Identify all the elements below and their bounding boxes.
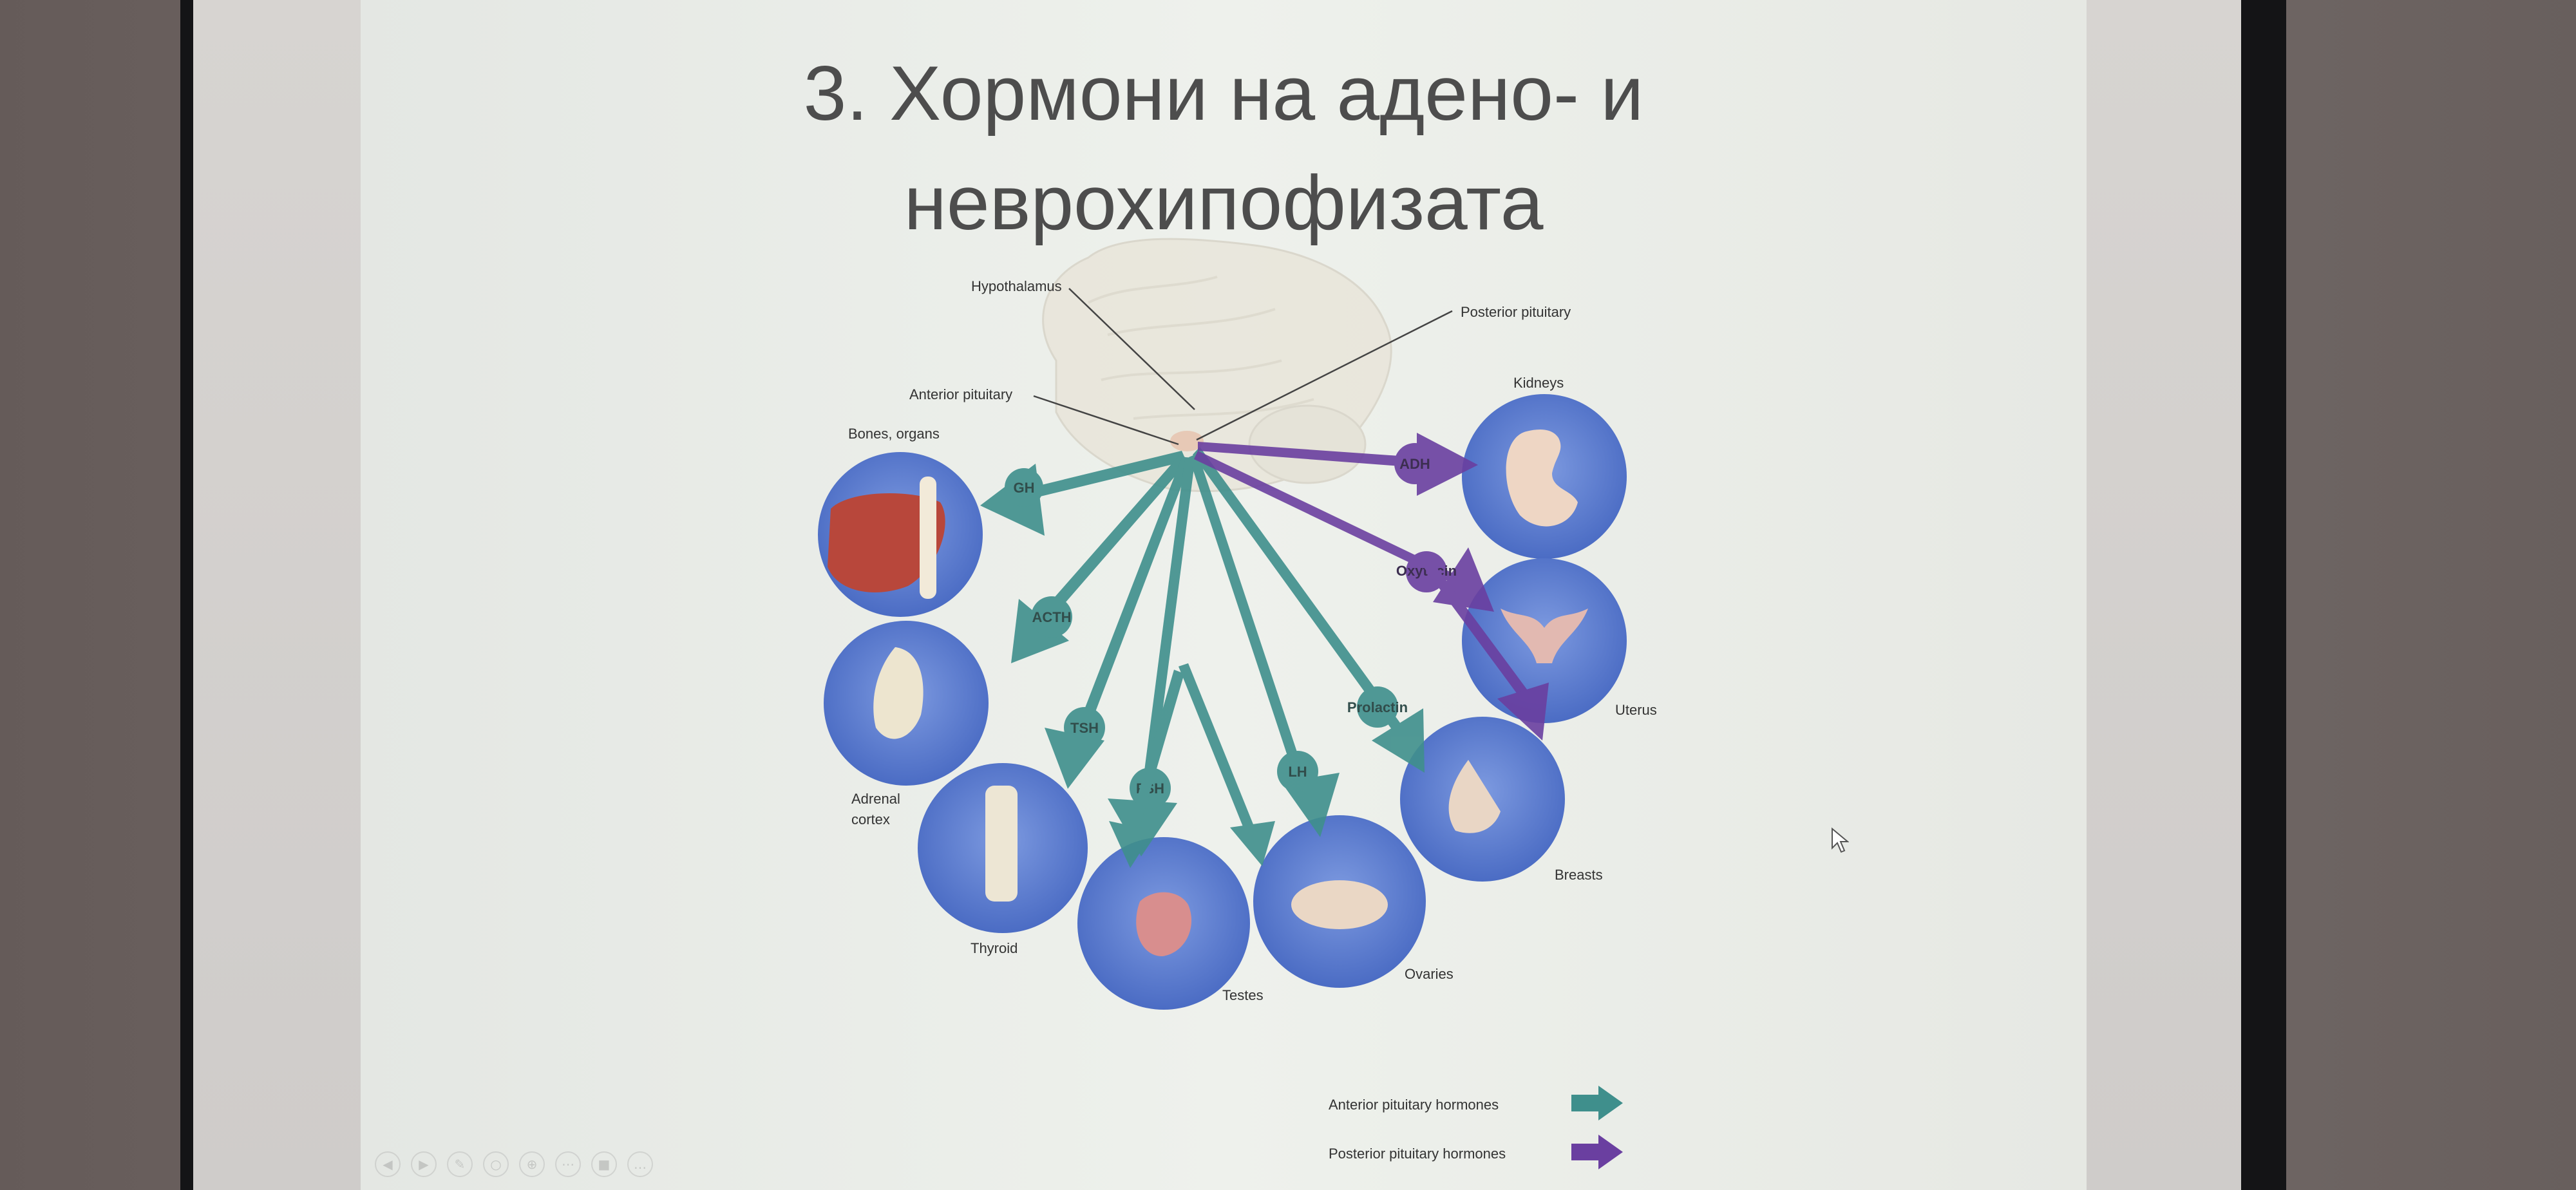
tsh-arrow: TSH <box>1045 456 1191 789</box>
ovaries-label: Ovaries <box>1405 966 1454 982</box>
tsh-label: TSH <box>1070 720 1099 736</box>
breasts-label: Breasts <box>1555 867 1603 883</box>
adrenal-cortex-label-line-1: Adrenal <box>851 791 900 807</box>
thyroid-icon <box>985 786 1018 902</box>
prolactin-arrow: Prolactin <box>1193 447 1425 773</box>
pen-icon[interactable]: ✎ <box>447 1151 473 1177</box>
mouse-cursor-icon <box>1832 827 1849 853</box>
kidney-icon <box>1506 430 1578 527</box>
diagram-labels: Hypothalamus Posterior pituitary Anterio… <box>848 278 1657 1003</box>
prev-icon[interactable]: ◀ <box>375 1151 401 1177</box>
organ-illustrations <box>828 430 1588 956</box>
legend-posterior-arrow <box>1571 1135 1623 1169</box>
legend-anterior-label: Anterior pituitary hormones <box>1329 1097 1499 1113</box>
hypothalamus-label: Hypothalamus <box>971 278 1062 294</box>
slide-title-line-2: неврохипофизата <box>904 160 1544 246</box>
thyroid-label: Thyroid <box>971 940 1018 956</box>
posterior-hormone-arrows: ADH Oxytocin <box>1194 433 1549 741</box>
pointer-lines <box>1033 288 1453 446</box>
pituitary-gland <box>1170 431 1204 451</box>
options-icon[interactable]: ⋯ <box>555 1151 581 1177</box>
lh-label: LH <box>1288 764 1307 780</box>
breast-icon <box>1448 760 1501 833</box>
pointer-icon[interactable]: ○ <box>483 1151 509 1177</box>
gh-arrow: GH <box>980 451 1186 536</box>
uterus-label: Uterus <box>1615 702 1657 718</box>
testes-label: Testes <box>1222 987 1264 1003</box>
more-icon[interactable]: … <box>627 1151 653 1177</box>
adh-arrow: ADH <box>1198 433 1478 496</box>
zoom-icon[interactable]: ⊕ <box>519 1151 545 1177</box>
slide-title: 3. Хормони на адено- и неврохипофизата <box>361 39 2087 258</box>
pituitary-hormones-diagram: GH ACTH TSH FSH <box>818 238 1657 1169</box>
presentation-toolbar: ◀ ▶ ✎ ○ ⊕ ⋯ ■ … <box>375 1151 653 1180</box>
liver-icon <box>828 493 945 592</box>
lh-arrow: LH <box>1189 453 1340 837</box>
bone-icon <box>920 477 936 599</box>
anterior-hormone-arrows: GH ACTH TSH FSH <box>980 447 1425 868</box>
next-icon[interactable]: ▶ <box>411 1151 437 1177</box>
ovary-icon <box>1291 880 1388 929</box>
slide: 3. Хормони на адено- и неврохипофизата <box>361 0 2087 1190</box>
prolactin-label: Prolactin <box>1347 699 1408 715</box>
camera-icon[interactable]: ■ <box>591 1151 617 1177</box>
oxytocin-arrow-breasts <box>1423 562 1549 741</box>
slide-title-line-1: 3. Хормони на адено- и <box>803 50 1644 137</box>
gh-label: GH <box>1014 480 1035 496</box>
adrenal-icon <box>873 647 923 739</box>
bones-organs-label: Bones, organs <box>848 426 940 442</box>
adrenal-cortex-label-line-2: cortex <box>851 811 890 827</box>
anterior-pituitary-label: Anterior pituitary <box>909 386 1012 402</box>
testes-icon <box>1136 892 1192 956</box>
acth-label: ACTH <box>1032 609 1071 625</box>
uterus-icon <box>1501 609 1588 663</box>
acth-arrow: ACTH <box>1011 455 1188 663</box>
fsh-secondary-arrow <box>1109 670 1184 868</box>
posterior-pituitary-label: Posterior pituitary <box>1461 304 1571 320</box>
kidneys-label: Kidneys <box>1513 375 1564 391</box>
legend-anterior-arrow <box>1571 1086 1623 1120</box>
legend-posterior-label: Posterior pituitary hormones <box>1329 1146 1506 1162</box>
adh-label: ADH <box>1399 456 1430 472</box>
fsh-arrow: FSH <box>1108 457 1195 856</box>
lh-secondary-arrow <box>1179 663 1275 866</box>
legend-arrows <box>1571 1086 1623 1169</box>
